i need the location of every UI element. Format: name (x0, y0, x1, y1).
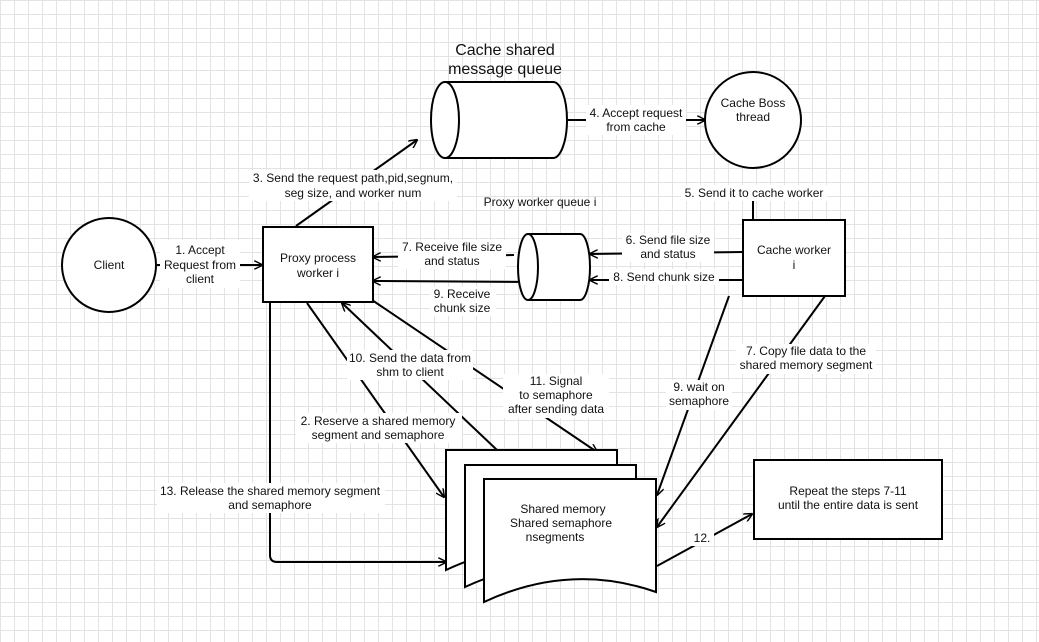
proxy-queue-title: Proxy worker queue i (484, 195, 597, 209)
client-label: Client (94, 258, 125, 272)
client-node (61, 217, 157, 313)
edge-copy-file-data (657, 295, 826, 527)
edge-label-11-line3: after sending data (508, 402, 604, 416)
edge-label-12: 12. (694, 531, 711, 545)
cache-message-queue-node (430, 81, 568, 159)
edge-label-10-line1: 10. Send the data from (349, 351, 471, 365)
proxy-worker-label-1: Proxy process (280, 251, 356, 265)
edge-label-3-line1: 3. Send the request path,pid,segnum, (253, 171, 453, 185)
edge-label-11-line1: 11. Signal (530, 374, 582, 388)
edge-label-9w-line1: 9. wait on (673, 380, 724, 394)
edge-label-8: 8. Send chunk size (613, 270, 715, 284)
edge-label-10-line2: shm to client (376, 365, 444, 379)
edge-receive-chunk-size (373, 281, 528, 282)
proxy-worker-queue-node (517, 233, 591, 301)
cache-queue-title-2: message queue (448, 61, 562, 78)
edge-label-4-line2: from cache (606, 120, 666, 134)
edge-label-7-line1: 7. Receive file size (402, 240, 502, 254)
edge-label-5: 5. Send it to cache worker (685, 186, 824, 200)
edge-label-6-line1: 6. Send file size (626, 233, 711, 247)
repeat-steps-node (753, 459, 943, 540)
cache-boss-label-1: Cache Boss (721, 96, 786, 110)
shared-memory-label-1: Shared memory (520, 502, 605, 516)
edge-label-7c-line1: 7. Copy file data to the (746, 344, 866, 358)
edge-label-6-line2: and status (640, 247, 695, 261)
edge-label-7-line2: and status (424, 254, 479, 268)
shared-memory-label-2: Shared semaphore (510, 516, 612, 530)
cache-boss-label-2: thread (736, 110, 770, 124)
shared-memory-label-3: nsegments (526, 530, 585, 544)
edge-label-3-line2: seg size, and worker num (285, 186, 422, 200)
edge-label-9r-line2: chunk size (434, 301, 491, 315)
edge-reserve-segment (306, 302, 444, 497)
edge-label-11-line2: to semaphore (519, 388, 593, 402)
cache-boss-node (704, 71, 802, 169)
edge-label-2-line2: segment and semaphore (312, 428, 445, 442)
edge-label-9w-line2: semaphore (669, 394, 729, 408)
edge-label-1-line3: client (186, 272, 215, 286)
cache-worker-label-2: i (793, 258, 796, 272)
proxy-worker-label-2: worker i (296, 266, 339, 280)
edge-label-1-line2: Request from (164, 258, 236, 272)
edge-label-2-line1: 2. Reserve a shared memory (301, 414, 456, 428)
cache-worker-node (742, 219, 846, 297)
cache-queue-title-1: Cache shared (455, 42, 555, 59)
edge-label-1-line1: 1. Accept (175, 243, 225, 257)
edge-release-segment (269, 302, 446, 562)
edge-label-4-line1: 4. Accept request (590, 106, 683, 120)
cache-worker-label-1: Cache worker (757, 243, 831, 257)
edge-label-7c-line2: shared memory segment (740, 358, 873, 372)
edge-label-13-line2: and semaphore (228, 498, 312, 512)
proxy-worker-node (262, 226, 374, 303)
shared-memory-node (445, 449, 657, 604)
repeat-label-1: Repeat the steps 7-11 (789, 484, 907, 498)
edge-signal-semaphore (371, 299, 597, 452)
edge-label-9r-line1: 9. Receive (434, 287, 491, 301)
repeat-label-2: until the entire data is sent (778, 498, 919, 512)
edge-label-13-line1: 13. Release the shared memory segment (160, 484, 381, 498)
